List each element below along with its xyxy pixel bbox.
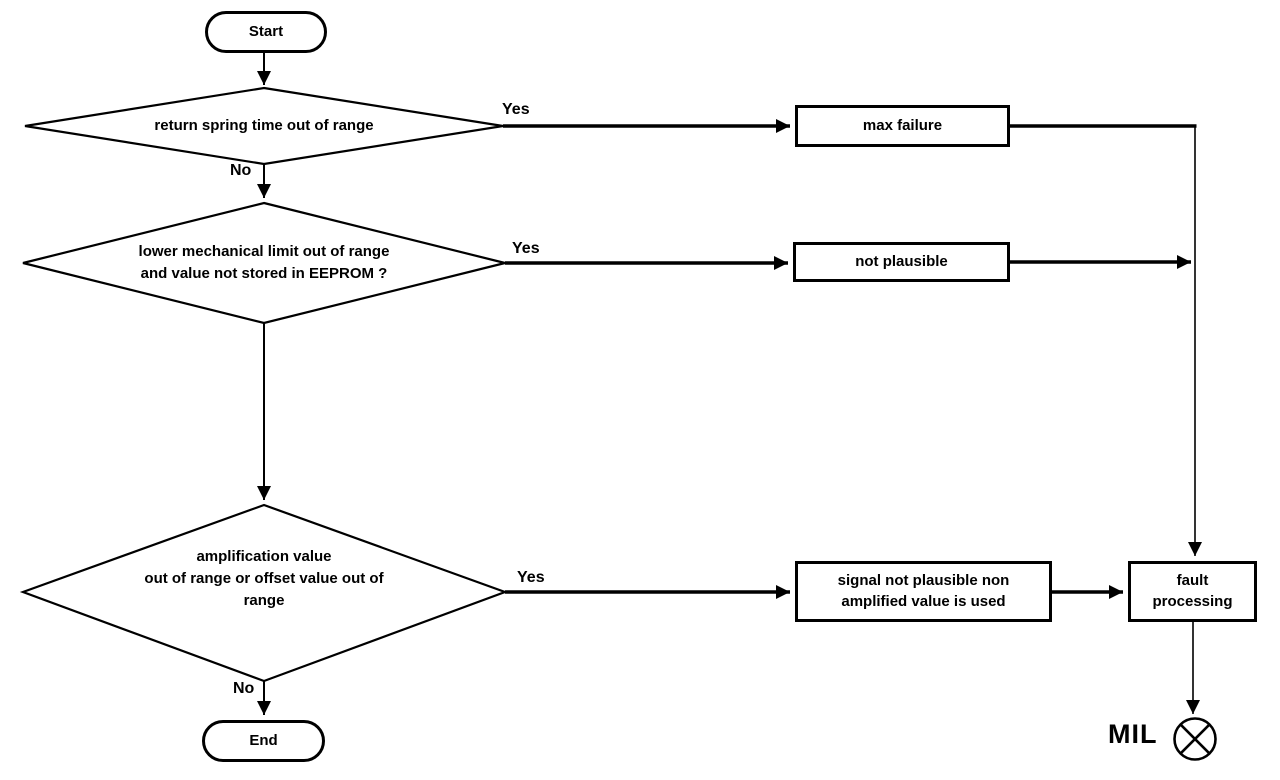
decision1-label: return spring time out of range xyxy=(154,117,374,135)
yes-label-decision1: Yes xyxy=(502,101,530,118)
decision3-label-line3: range xyxy=(243,591,285,609)
not-plausible-box: not plausible xyxy=(793,242,1010,282)
start-node: Start xyxy=(205,11,327,53)
signal-box-label-line2: amplified value is used xyxy=(841,592,1006,610)
mil-label: MIL xyxy=(1108,719,1158,749)
yes-label-decision3: Yes xyxy=(517,569,545,586)
yes-label-decision2: Yes xyxy=(512,240,540,257)
start-node-label: Start xyxy=(248,22,284,40)
signal-box-label-line1: signal not plausible non xyxy=(837,572,1010,590)
decision-amplification-offset: amplification value out of range or offs… xyxy=(44,544,484,614)
end-node: End xyxy=(202,720,325,762)
fault-processing-label-line1: fault xyxy=(1176,572,1209,590)
decision2-label-line1: lower mechanical limit out of range xyxy=(138,243,390,261)
signal-not-plausible-box: signal not plausible non amplified value… xyxy=(795,561,1052,622)
not-plausible-label: not plausible xyxy=(855,252,948,270)
decision2-label-line2: and value not stored in EEPROM ? xyxy=(140,265,388,282)
fault-processing-label-line2: processing xyxy=(1152,592,1233,610)
decision3-label-line2: out of range or offset value out of xyxy=(144,570,384,588)
decision2-diamond-shape xyxy=(22,201,506,325)
mil-lamp-icon xyxy=(1173,717,1217,761)
max-failure-box: max failure xyxy=(795,105,1010,147)
no-label-decision3: No xyxy=(233,680,255,697)
end-node-label: End xyxy=(249,731,278,749)
decision3-label-line1: amplification value xyxy=(196,548,332,566)
decision1-diamond-shape xyxy=(24,86,504,166)
decision3-diamond-shape xyxy=(19,503,509,683)
decision-lower-mechanical-limit: lower mechanical limit out of range and … xyxy=(44,233,484,293)
max-failure-label: max failure xyxy=(862,116,943,134)
fault-processing-box: fault processing xyxy=(1128,561,1257,622)
decision-return-spring-time: return spring time out of range xyxy=(64,105,464,147)
no-label-decision1: No xyxy=(230,162,252,179)
